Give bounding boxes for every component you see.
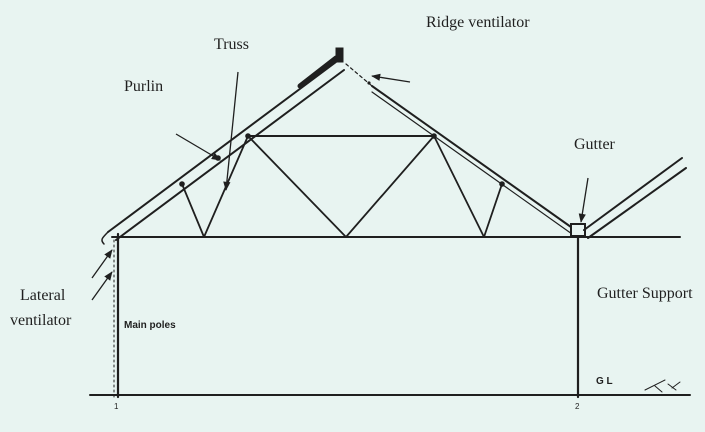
- ground-mark-right: 2: [575, 402, 580, 411]
- label-ridge-ventilator: Ridge ventilator: [426, 14, 530, 31]
- lateral-vent-arrow-1: [91, 249, 113, 279]
- label-gutter: Gutter: [574, 136, 615, 153]
- purlin-arrow: [175, 133, 221, 161]
- label-ventilator: ventilator: [10, 312, 72, 329]
- lateral-vent-arrow-2: [91, 271, 113, 301]
- gutter-arrow: [578, 177, 589, 223]
- right-rafter: [345, 63, 373, 87]
- label-gl: G L: [596, 376, 613, 387]
- label-lateral: Lateral: [20, 287, 66, 304]
- truss-arrow: [223, 71, 239, 191]
- ridge-vent-arrow: [371, 73, 411, 83]
- label-truss: Truss: [214, 36, 249, 53]
- ground-mark-left: 1: [114, 402, 119, 411]
- ridge-vent-cap: [335, 47, 344, 63]
- next-span-rafter: [583, 157, 683, 231]
- label-purlin: Purlin: [124, 78, 164, 95]
- truss-web: [181, 135, 503, 238]
- gutter: [570, 223, 586, 237]
- left-rafter: [107, 61, 337, 233]
- label-gutter-support: Gutter Support: [597, 285, 693, 302]
- label-main-poles: Main poles: [124, 320, 176, 331]
- ground-hatch: [644, 379, 681, 393]
